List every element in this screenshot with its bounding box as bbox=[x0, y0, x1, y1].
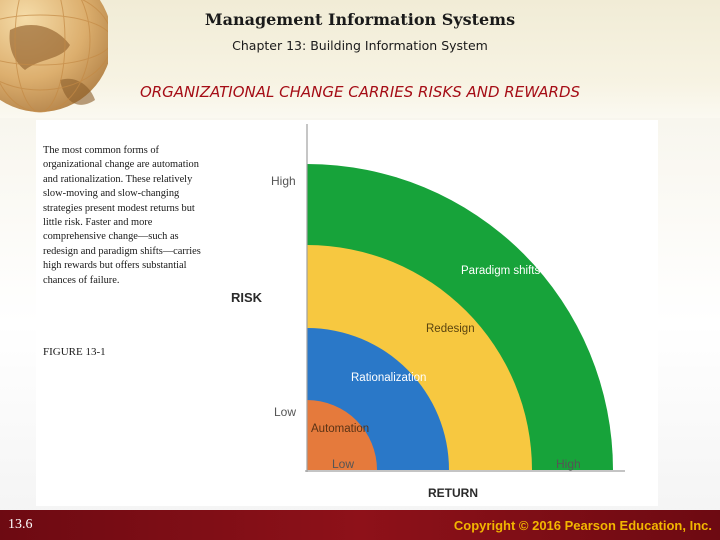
y-high-label: High bbox=[271, 174, 296, 188]
slide-number: 13.6 bbox=[8, 517, 33, 532]
y-low-label: Low bbox=[274, 405, 296, 419]
figure-label: FIGURE 13-1 bbox=[43, 346, 106, 358]
page-subtitle: Chapter 13: Building Information System bbox=[232, 38, 488, 53]
band-label-paradigm-shifts: Paradigm shifts bbox=[461, 265, 541, 277]
x-high-label: High bbox=[556, 457, 581, 471]
x-low-label: Low bbox=[332, 457, 354, 471]
footer-bar bbox=[0, 510, 720, 540]
x-axis-label: RETURN bbox=[428, 486, 478, 500]
header-band bbox=[0, 0, 720, 118]
page-title: Management Information Systems bbox=[204, 10, 516, 29]
copyright-text: Copyright © 2016 Pearson Education, Inc. bbox=[453, 518, 712, 533]
y-axis-label: RISK bbox=[231, 290, 263, 305]
band-label-redesign: Redesign bbox=[426, 323, 475, 335]
globe-logo bbox=[0, 0, 108, 118]
band-label-automation: Automation bbox=[311, 423, 369, 435]
slide-heading: ORGANIZATIONAL CHANGE CARRIES RISKS AND … bbox=[139, 83, 581, 101]
figure-caption: The most common forms of organizational … bbox=[43, 145, 201, 286]
band-automation bbox=[307, 400, 377, 470]
band-label-rationalization: Rationalization bbox=[351, 372, 426, 384]
